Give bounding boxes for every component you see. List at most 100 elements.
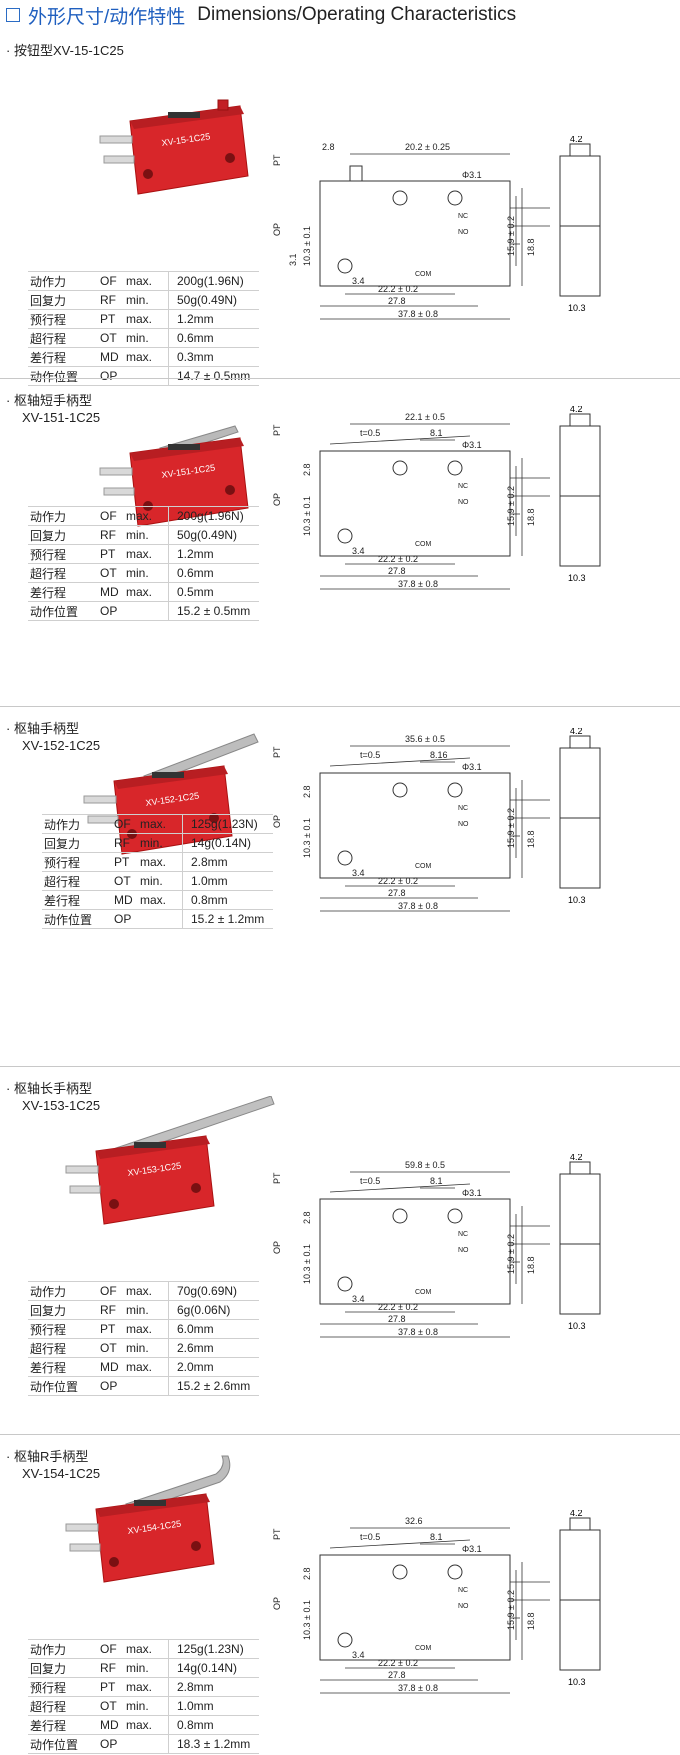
param-code: RF — [112, 833, 138, 853]
terminal-1 — [99, 467, 133, 476]
param-name: 回复力 — [28, 290, 98, 310]
header-title-cn: 外形尺寸/动作特性 — [28, 6, 186, 28]
dim-34: 3.4 — [352, 1294, 365, 1304]
side-dim-103: 10.3 — [568, 895, 586, 905]
mount-hole-left — [109, 1199, 119, 1209]
param-code: PT — [98, 1319, 124, 1339]
product-photo: XV-15-1C25 — [99, 99, 249, 195]
op-label: OP — [272, 815, 282, 828]
no-label: NO — [458, 1603, 469, 1610]
param-limit: min. — [124, 1658, 169, 1678]
param-code: RF — [98, 1300, 124, 1320]
param-name: 动作位置 — [42, 909, 112, 929]
param-limit — [124, 1376, 169, 1396]
param-value: 125g(1.23N) — [168, 1639, 259, 1659]
op-label: OP — [272, 1241, 282, 1254]
thickness-label: t=0.5 — [360, 1176, 380, 1186]
section-title-text: 枢轴R手柄型 — [14, 1449, 89, 1464]
param-name: 动作力 — [28, 1281, 98, 1301]
side-dim-42: 4.2 — [570, 1154, 583, 1162]
dim-31: 3.1 — [288, 253, 298, 266]
switch-outline — [319, 1554, 511, 1661]
dim-378: 37.8 ± 0.8 — [398, 579, 438, 589]
param-name: 预行程 — [28, 1319, 98, 1339]
thickness-label: t=0.5 — [360, 1532, 380, 1542]
side-dim-42: 4.2 — [570, 406, 583, 414]
nc-label: NC — [458, 213, 468, 220]
param-value: 50g(0.49N) — [168, 290, 259, 310]
param-code: OP — [98, 366, 124, 386]
param-name: 回复力 — [28, 525, 98, 545]
param-limit: max. — [124, 1639, 169, 1659]
dim-103: 10.3 ± 0.1 — [302, 496, 312, 536]
param-value: 0.8mm — [168, 1715, 259, 1735]
mount-hole-right — [191, 1541, 201, 1551]
param-limit: min. — [124, 328, 169, 348]
actuator-slot — [134, 1500, 166, 1506]
side-actuator — [569, 413, 591, 427]
product-photo-wrap: XV-154-1C25 — [36, 1454, 276, 1619]
param-value: 15.2 ± 2.6mm — [168, 1376, 259, 1396]
side-view: 4.2 10.3 — [559, 726, 601, 905]
param-code: OT — [112, 871, 138, 891]
left-dimension: 2.8 — [322, 142, 335, 152]
mount-hole-top — [447, 1208, 463, 1224]
param-code: PT — [112, 852, 138, 872]
header-title-en: Dimensions/Operating Characteristics — [197, 4, 517, 25]
param-limit: min. — [124, 1696, 169, 1716]
param-value: 1.2mm — [168, 309, 259, 329]
dim-28: 2.8 — [302, 1211, 312, 1224]
side-dim-42: 4.2 — [570, 728, 583, 736]
param-code: MD — [98, 1715, 124, 1735]
section-title-text: 枢轴手柄型 — [14, 721, 80, 736]
side-view: 4.210.3 — [559, 404, 601, 583]
dim-188: 18.8 — [526, 238, 536, 256]
dim-28: 2.8 — [302, 463, 312, 476]
dim-103: 10.3 ± 0.1 — [302, 818, 312, 858]
dim-188: 18.8 — [526, 830, 536, 848]
nc-label: NC — [458, 1587, 468, 1594]
side-actuator — [569, 735, 591, 749]
no-label: NO — [458, 821, 469, 828]
dim-159: 15.9 ± 0.2 — [506, 808, 516, 848]
dim-222: 22.2 ± 0.2 — [378, 1302, 418, 1312]
side-actuator — [569, 143, 591, 157]
section-divider — [0, 1066, 680, 1067]
product-photo: XV-154-1C25 — [65, 1455, 231, 1583]
param-limit: max. — [124, 1677, 169, 1697]
dim-159: 15.9 ± 0.2 — [506, 486, 516, 526]
section-subtitle: XV-151-1C25 — [22, 410, 101, 425]
param-code: RF — [98, 1658, 124, 1678]
param-name: 超行程 — [28, 328, 98, 348]
checkbox-square-icon — [6, 8, 20, 22]
param-name: 差行程 — [28, 582, 98, 602]
lever-outline — [329, 435, 471, 445]
section-title-text: 枢轴短手柄型 — [14, 393, 93, 408]
product-photo: XV-153-1C25 — [65, 1095, 275, 1225]
param-code: OP — [98, 1376, 124, 1396]
bullet-dot: · — [6, 721, 11, 736]
hole-diameter-label: Φ3.1 — [462, 170, 482, 180]
lever-outline — [329, 1539, 471, 1549]
mount-hole-left — [143, 169, 153, 179]
side-dim-103: 10.3 — [568, 303, 586, 313]
param-limit: min. — [124, 1338, 169, 1358]
param-value: 2.8mm — [182, 852, 273, 872]
